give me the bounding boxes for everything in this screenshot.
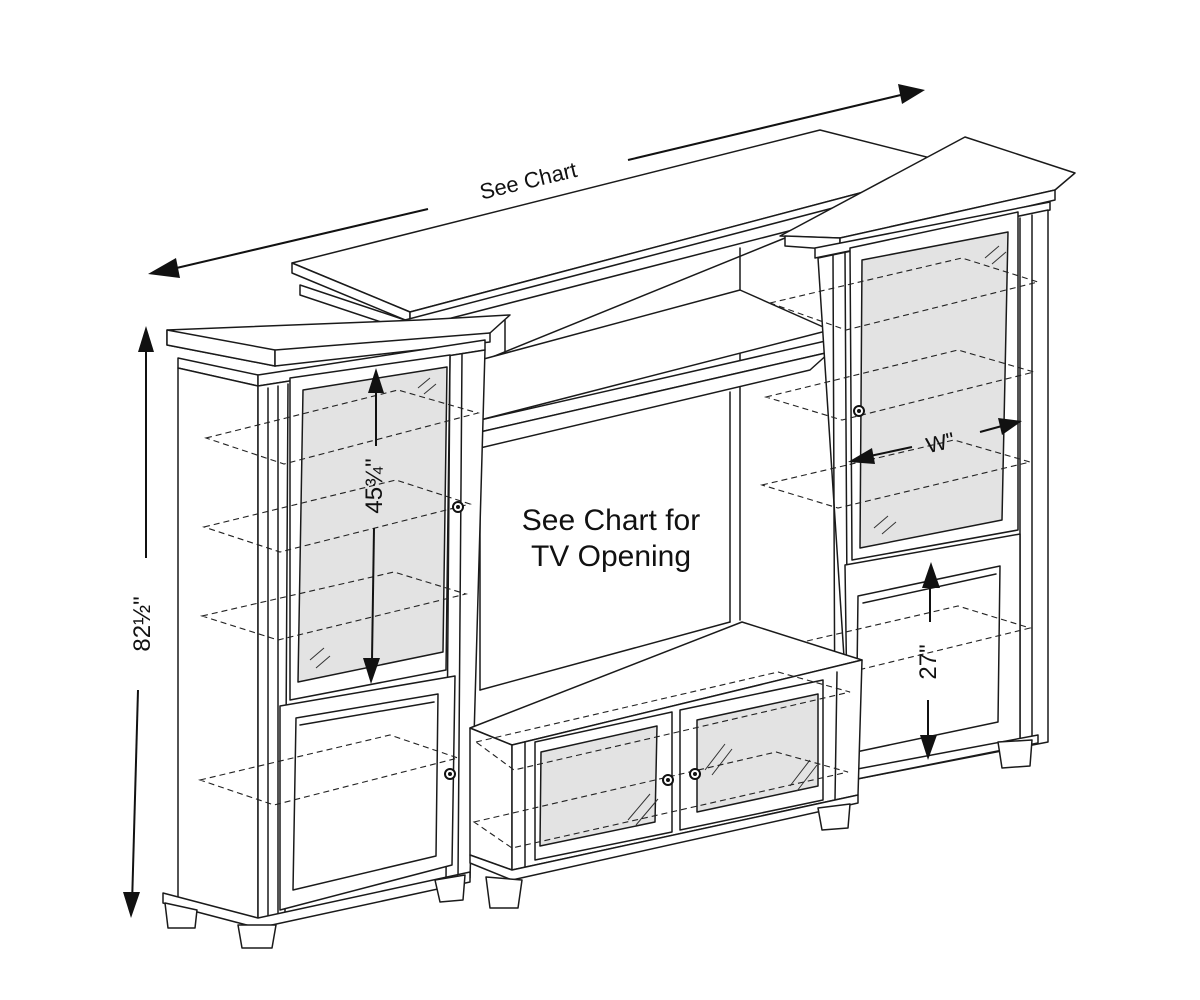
left-upper-glass bbox=[297, 366, 448, 683]
glass-height-dimension: 45¾" bbox=[361, 368, 388, 684]
center-console bbox=[469, 621, 863, 909]
right-upper-glass bbox=[859, 231, 1009, 549]
glass-height-label: 45¾" bbox=[361, 458, 388, 513]
console-right-glass bbox=[696, 693, 819, 813]
lower-door-height-label: 27" bbox=[915, 644, 942, 679]
right-upper-knob bbox=[853, 405, 865, 417]
left-pier bbox=[162, 314, 511, 949]
left-upper-knob bbox=[452, 501, 464, 513]
tv-opening-label-line2: TV Opening bbox=[531, 540, 691, 573]
tv-opening: See Chart for TV Opening bbox=[479, 289, 831, 691]
bridge-top bbox=[291, 129, 963, 621]
console-left-knob bbox=[662, 774, 674, 786]
left-lower-knob bbox=[444, 768, 456, 780]
console-right-knob bbox=[689, 768, 701, 780]
lower-door-height-dimension: 27" bbox=[915, 562, 942, 760]
console-left-glass bbox=[539, 725, 658, 847]
right-pier bbox=[759, 136, 1076, 781]
overall-height-dimension: 82½" bbox=[123, 326, 156, 918]
tv-opening-label-line1: See Chart for bbox=[522, 504, 700, 537]
overall-height-label: 82½" bbox=[129, 596, 156, 651]
